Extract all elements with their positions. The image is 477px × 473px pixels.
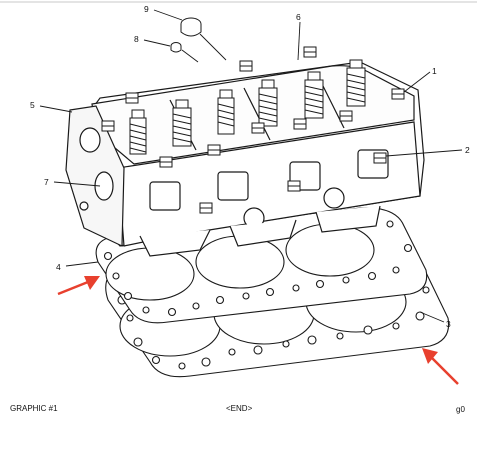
- plug-item-8: [170, 42, 182, 53]
- valve-springs: [129, 59, 366, 155]
- red-arrow-gasket-upper: [57, 276, 100, 296]
- cylinder-head: [65, 61, 425, 257]
- callout-4: 4: [56, 262, 61, 272]
- head-bolts: [101, 46, 405, 214]
- callout-1: 1: [432, 66, 437, 76]
- callout-7: 7: [44, 177, 49, 187]
- callout-5: 5: [30, 100, 35, 110]
- callout-9: 9: [144, 4, 149, 14]
- callout-6: 6: [296, 12, 301, 22]
- callout-8: 8: [134, 34, 139, 44]
- red-arrow-gasket-lower: [422, 348, 459, 385]
- callout-3: 3: [446, 319, 451, 329]
- callout-2: 2: [465, 145, 470, 155]
- graphic-caption: GRAPHIC #1: [10, 404, 58, 413]
- leader-lines: [39, 9, 463, 323]
- graphic-reference: g0: [456, 405, 465, 414]
- end-marker: <END>: [226, 404, 253, 413]
- plug-item-9: [180, 17, 202, 37]
